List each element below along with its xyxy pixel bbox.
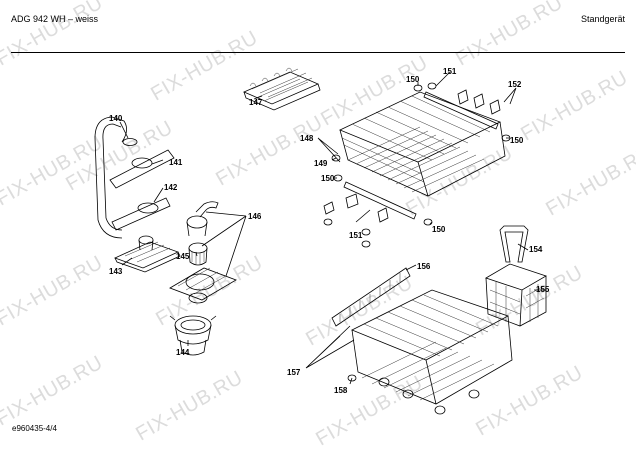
callout-150: 150 [406,75,420,84]
callout-154: 154 [529,245,543,254]
callout-142: 142 [164,183,178,192]
callout-140: 140 [109,114,123,123]
part-149-150-152-fittings [323,84,511,248]
callout-143: 143 [109,267,123,276]
callout-141: 141 [169,158,183,167]
header-rule [11,52,625,53]
callout-147: 147 [249,98,263,107]
part-145-146-filter [169,201,237,304]
callout-150: 150 [432,225,446,234]
callout-151: 151 [443,67,457,76]
part-147-rack-insert [242,67,321,111]
callout-152: 152 [508,80,522,89]
part-140-141-spray-pipe [94,116,175,239]
callout-149: 149 [314,159,328,168]
leader-lines [119,71,546,385]
part-148-upper-basket [339,91,506,197]
callout-144: 144 [176,348,190,357]
callout-150: 150 [510,136,524,145]
callout-148: 148 [300,134,314,143]
page-title: ADG 942 WH – weiss [11,14,99,24]
callout-145: 145 [176,252,190,261]
part-154-155-cutlery-basket [485,225,547,327]
callout-labels: 140 141 142 143 144 145 146 147 148 149 … [109,67,550,395]
part-144-sump [169,315,217,356]
document-code: e960435-4/4 [12,424,57,433]
part-156-157-lower-basket [331,267,513,415]
variant-label: Standgerät [580,14,625,24]
callout-146: 146 [248,212,262,221]
part-143-filter-plate [113,235,181,273]
callout-157: 157 [287,368,301,377]
callout-156: 156 [417,262,431,271]
callout-151: 151 [349,231,363,240]
callout-155: 155 [536,285,550,294]
callout-158: 158 [334,386,348,395]
callout-150: 150 [321,174,335,183]
